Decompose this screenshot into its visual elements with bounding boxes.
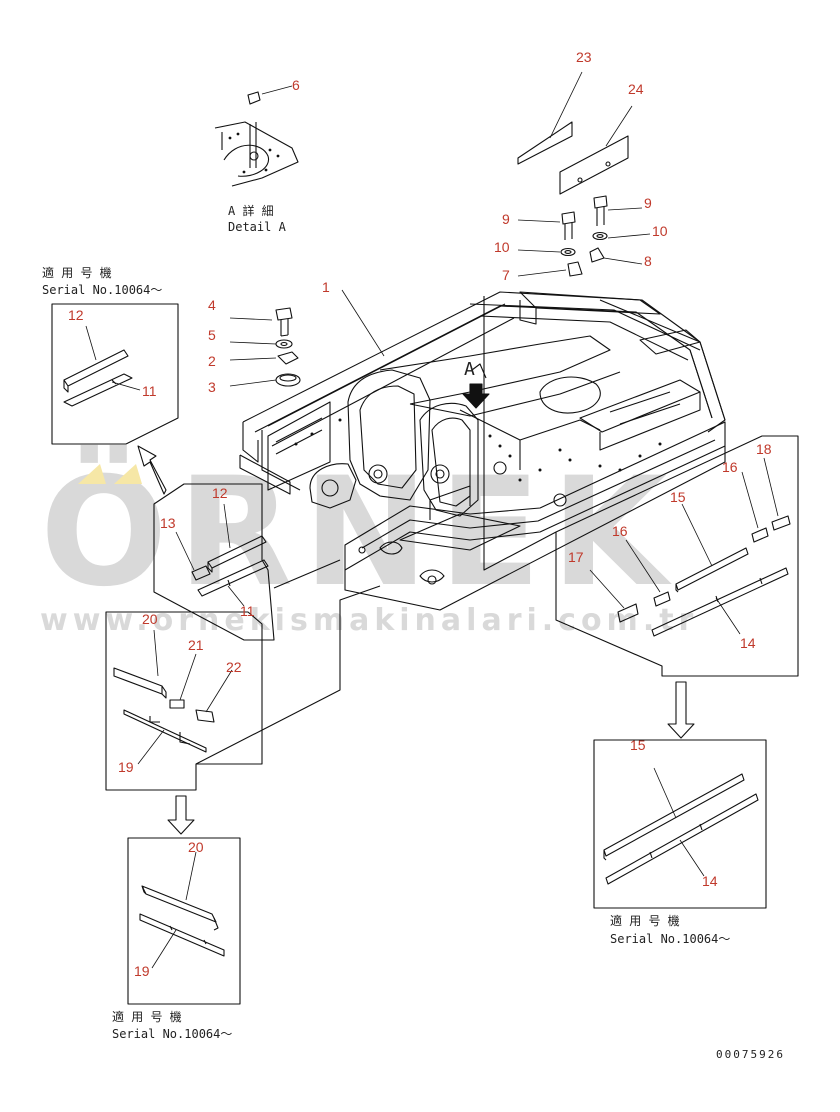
box-parts-19-22	[105, 611, 263, 791]
bolt-4	[275, 307, 293, 337]
serial-caption-bottom-en: Serial No.10064～	[112, 1027, 233, 1041]
callout-12-top: 12	[68, 307, 84, 323]
box-serial-top-left	[51, 303, 179, 445]
callout-3: 3	[208, 379, 216, 395]
part-11-bracket-b	[197, 559, 269, 597]
callout-1: 1	[322, 279, 330, 295]
callout-14-bottom: 14	[702, 873, 718, 889]
washer-10-right	[592, 231, 608, 241]
callout-24: 24	[628, 81, 644, 97]
callout-8: 8	[644, 253, 652, 269]
part-19-bracket-a	[123, 709, 207, 753]
stopper-7	[567, 261, 583, 277]
washer-10-left	[560, 247, 576, 257]
part-17-block	[617, 603, 639, 623]
leader-lines	[85, 71, 779, 969]
stopper-8	[589, 247, 605, 263]
detail-a-caption-en: Detail A	[228, 220, 286, 234]
part-12-strip-b	[207, 535, 267, 573]
part-21-block	[169, 699, 185, 709]
callout-2: 2	[208, 353, 216, 369]
callout-17: 17	[568, 549, 584, 565]
part-18-block	[771, 515, 791, 531]
callout-6: 6	[292, 77, 300, 93]
callout-13: 13	[160, 515, 176, 531]
plate-24	[559, 135, 629, 195]
callout-11-top: 11	[142, 383, 157, 399]
serial-caption-right-jp: 適 用 号 機	[610, 914, 680, 928]
callout-21: 21	[188, 637, 204, 653]
callout-7: 7	[502, 267, 510, 283]
callout-11-mid: 11	[240, 603, 255, 619]
callout-5: 5	[208, 327, 216, 343]
serial-caption-top-en: Serial No.10064～	[42, 283, 163, 297]
callout-10-right: 10	[652, 223, 668, 239]
part-20-strip-a	[113, 667, 167, 699]
part-22-block	[195, 709, 215, 723]
callout-15-bottom: 15	[630, 737, 646, 753]
callout-10-left: 10	[494, 239, 510, 255]
part-15-strip-b	[603, 773, 745, 861]
part-14-bracket-a	[651, 567, 789, 637]
callout-18: 18	[756, 441, 772, 457]
washer-5	[275, 339, 293, 349]
callout-20-bottom: 20	[188, 839, 204, 855]
callout-4: 4	[208, 297, 216, 313]
callout-23: 23	[576, 49, 592, 65]
plate-23	[517, 121, 573, 165]
part-16-block-b	[751, 527, 769, 543]
part-12-strip-a	[63, 349, 129, 393]
open-arrow-down-left	[167, 795, 195, 835]
callout-9-right: 9	[644, 195, 652, 211]
callout-14-mid: 14	[740, 635, 756, 651]
box-serial-right	[593, 739, 767, 909]
part-15-strip-a	[675, 547, 749, 593]
callout-16-left: 16	[612, 523, 628, 539]
leader-box-19-to-frame	[195, 585, 381, 765]
part-13-block	[191, 565, 211, 581]
serial-caption-bottom-jp: 適 用 号 機	[112, 1010, 182, 1024]
watermark-accent-icon	[78, 464, 142, 484]
part-11-bracket-a	[63, 373, 133, 407]
main-frame-drawing	[239, 291, 726, 611]
open-arrow-down-right	[667, 681, 695, 739]
callout-12-mid: 12	[212, 485, 228, 501]
document-number: 00075926	[716, 1048, 785, 1061]
callout-19-bottom: 19	[134, 963, 150, 979]
shim-2	[277, 351, 299, 365]
open-arrow-up	[137, 445, 167, 495]
detail-a-caption-jp: A 詳 細	[228, 204, 274, 218]
serial-caption-right-en: Serial No.10064～	[610, 932, 731, 946]
view-a-label: A	[464, 359, 475, 380]
callout-22: 22	[226, 659, 242, 675]
part-19-bracket-b	[139, 913, 225, 957]
box-serial-bottom-left	[127, 837, 241, 1005]
detail-a-drawing	[214, 91, 299, 187]
plate-3	[275, 373, 301, 387]
part-16-block-a	[653, 591, 671, 607]
callout-19-mid: 19	[118, 759, 134, 775]
callout-15-mid: 15	[670, 489, 686, 505]
serial-caption-top-jp: 適 用 号 機	[42, 266, 112, 280]
bolt-9-right	[593, 195, 608, 226]
bolt-9-left	[561, 211, 576, 240]
box-parts-11-13	[153, 483, 275, 641]
callout-9-left: 9	[502, 211, 510, 227]
part-14-bracket-b	[605, 793, 759, 885]
callout-20-mid: 20	[142, 611, 158, 627]
leader-box-11-to-frame	[273, 559, 341, 589]
box-parts-14-18	[555, 435, 799, 677]
part-20-strip-b	[141, 885, 219, 931]
callout-16-right: 16	[722, 459, 738, 475]
leader-box-14-to-frame	[483, 296, 557, 571]
